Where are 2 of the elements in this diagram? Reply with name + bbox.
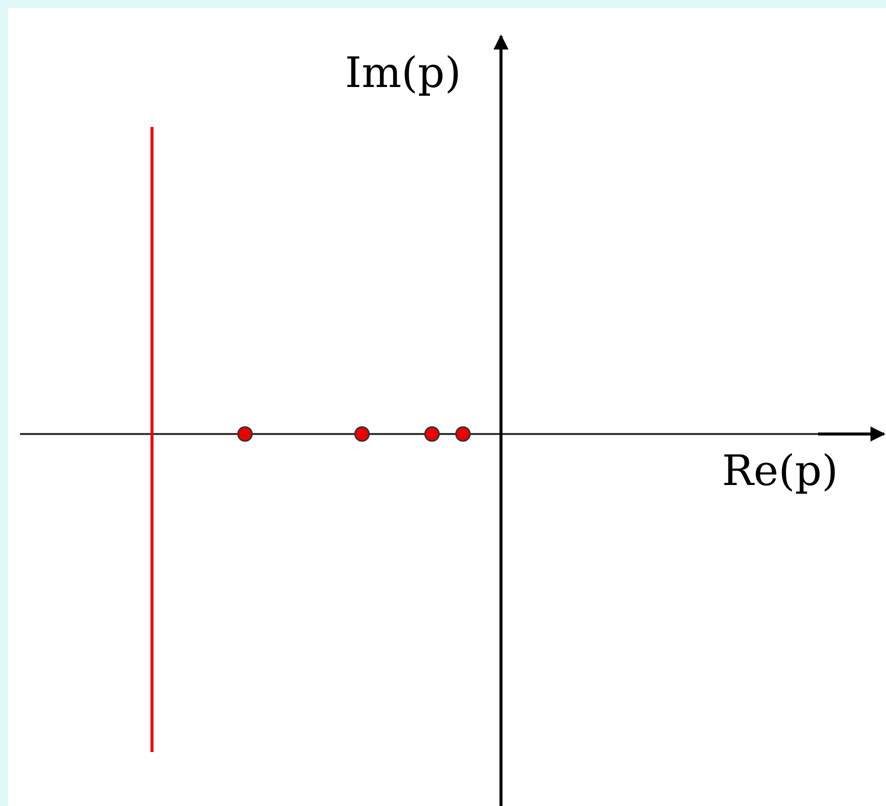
axis-label: Re(p) <box>722 450 838 492</box>
axis-label: Im(p) <box>345 52 462 94</box>
